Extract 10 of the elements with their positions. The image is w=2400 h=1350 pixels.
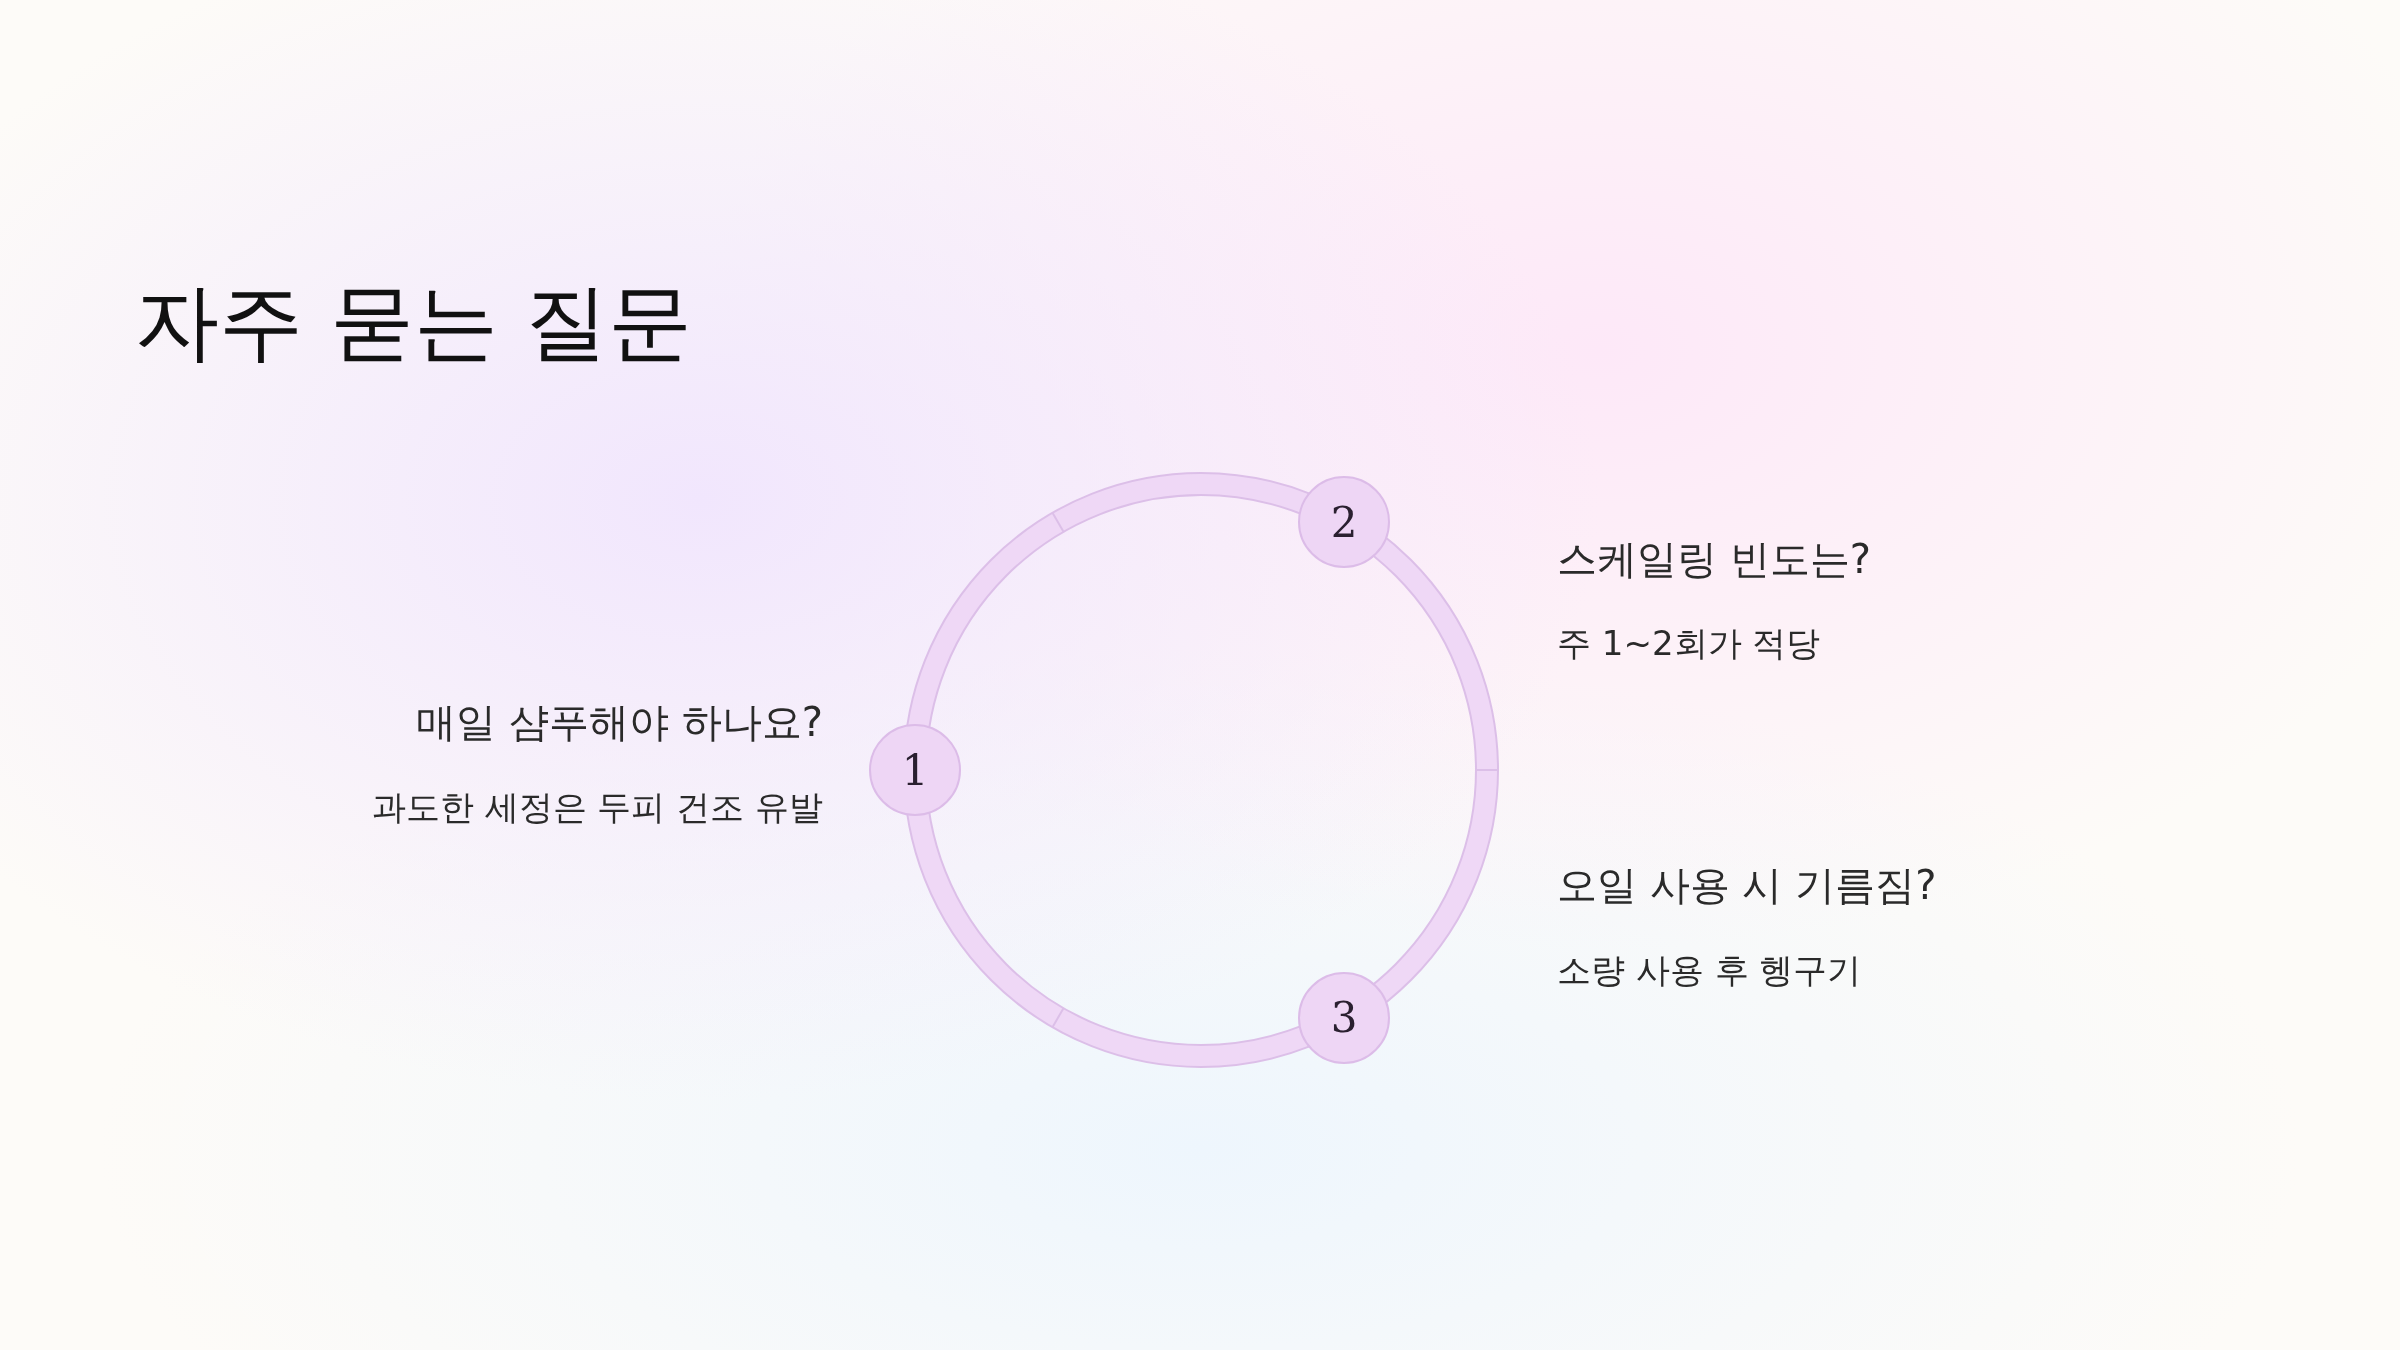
step-circle: 1 (869, 724, 961, 816)
step-circle: 2 (1298, 476, 1390, 569)
answer-text: 소량 사용 후 헹구기 (1557, 949, 1862, 991)
question-text: 오일 사용 시 기름짐? (1557, 861, 1937, 909)
title: 자주 묻는 질문 (135, 272, 693, 373)
answer-text: 주 1~2회가 적당 (1557, 622, 1821, 664)
step-circle: 3 (1298, 971, 1390, 1064)
answer-text: 과도한 세정은 두피 건조 유발 (371, 786, 823, 828)
question-text: 매일 샴푸해야 하나요? (416, 698, 823, 746)
question-text: 스케일링 빈도는? (1557, 535, 1871, 583)
